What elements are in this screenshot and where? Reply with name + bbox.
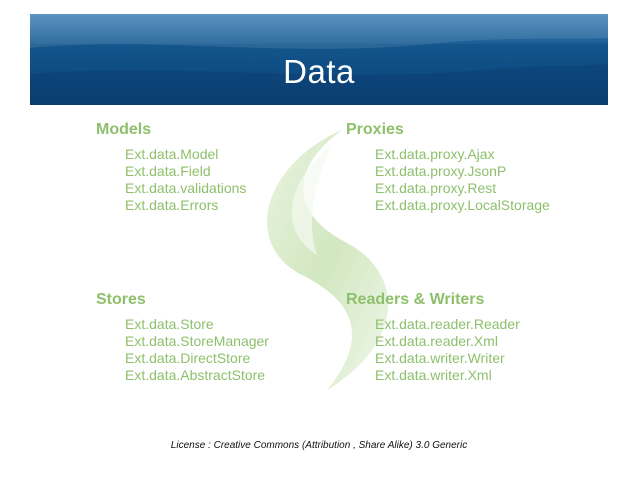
section-item-list: Ext.data.Store Ext.data.StoreManager Ext… [96, 316, 269, 384]
list-item: Ext.data.Errors [125, 197, 219, 213]
list-item: Ext.data.DirectStore [125, 350, 251, 366]
banner-wave-decoration [30, 14, 608, 105]
list-item: Ext.data.proxy.LocalStorage [375, 197, 550, 213]
list-item: Ext.data.reader.Xml [375, 333, 498, 349]
section-models: Models Ext.data.Model Ext.data.Field Ext… [96, 120, 246, 214]
list-item: Ext.data.Field [125, 163, 211, 179]
list-item: Ext.data.AbstractStore [125, 367, 266, 383]
license-footer: License : Creative Commons (Attribution … [170, 440, 468, 451]
slide-title: Data [283, 53, 355, 90]
list-item: Ext.data.proxy.Rest [375, 180, 497, 196]
section-item-list: Ext.data.reader.Reader Ext.data.reader.X… [346, 316, 520, 384]
list-item: Ext.data.reader.Reader [375, 316, 520, 332]
section-heading: Models [96, 121, 152, 138]
list-item: Ext.data.proxy.JsonP [375, 163, 507, 179]
section-proxies: Proxies Ext.data.proxy.Ajax Ext.data.pro… [346, 120, 550, 214]
section-heading: Stores [96, 291, 146, 308]
list-item: Ext.data.writer.Writer [375, 350, 505, 366]
list-item: Ext.data.Store [125, 316, 214, 332]
leaf-watermark-icon [267, 130, 389, 390]
list-item: Ext.data.writer.Xml [375, 367, 492, 383]
title-banner: Data [30, 14, 608, 105]
list-item: Ext.data.Model [125, 146, 219, 162]
section-readers-writers: Readers & Writers Ext.data.reader.Reader… [346, 290, 520, 384]
list-item: Ext.data.proxy.Ajax [375, 146, 495, 162]
section-item-list: Ext.data.proxy.Ajax Ext.data.proxy.JsonP… [346, 146, 550, 214]
section-stores: Stores Ext.data.Store Ext.data.StoreMana… [96, 290, 269, 384]
banner-highlight [30, 14, 608, 44]
list-item: Ext.data.validations [125, 180, 247, 196]
section-heading: Proxies [346, 121, 404, 138]
section-heading: Readers & Writers [346, 291, 485, 308]
section-item-list: Ext.data.Model Ext.data.Field Ext.data.v… [96, 146, 246, 214]
list-item: Ext.data.StoreManager [125, 333, 269, 349]
